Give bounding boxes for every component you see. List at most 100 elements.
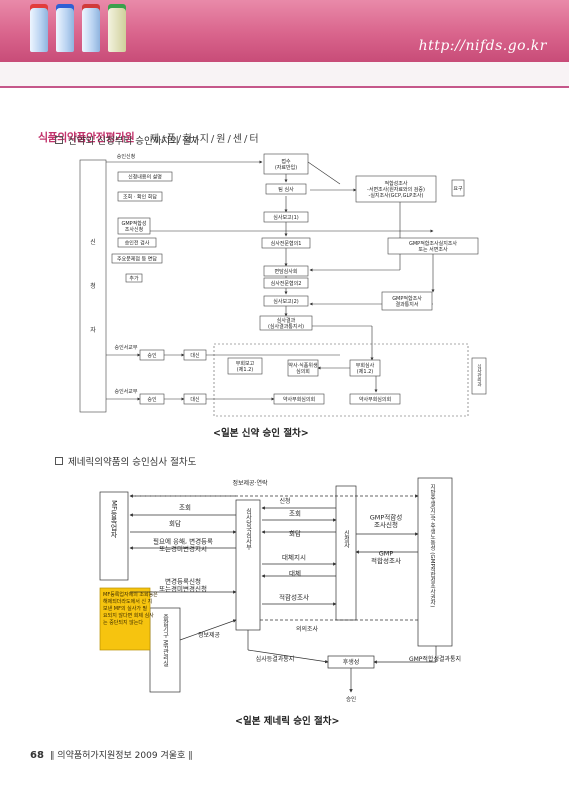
report-a-label: (제1.2) bbox=[237, 366, 254, 373]
gmp-compliance-label: 적합성조사 bbox=[371, 556, 401, 565]
drug-council-label: 심의회 bbox=[296, 368, 310, 375]
note-label: 해제되더라도에서 신 지 bbox=[103, 598, 152, 605]
page-footer: 68∥ 의약품허가지원정보 2009 겨울호 ∥ bbox=[30, 750, 193, 761]
review-report2-label: 심사보고(2) bbox=[273, 298, 299, 305]
gmp-result-label: 결과통지서 bbox=[395, 301, 418, 308]
report-a-label: 부회보고 bbox=[236, 360, 255, 367]
deliberation-label: 부회심사 bbox=[356, 362, 375, 369]
inquiry-label: 조회 bbox=[179, 503, 191, 511]
additional-box bbox=[125, 273, 143, 283]
section2-title: 제네릭의약품의 승인심사 절차도 bbox=[68, 457, 197, 468]
explain-label: 신청내용의 설명 bbox=[128, 173, 162, 180]
interview-box bbox=[117, 191, 163, 202]
info-offer-label: 정보제공 bbox=[198, 631, 221, 639]
receipt-box bbox=[263, 153, 309, 175]
gmp-compliance-app-label: 조사신청 bbox=[374, 520, 398, 529]
info-contact-label: 정보제공·연락 bbox=[232, 479, 268, 487]
main-issue-label: 주요문제점 등 면담 bbox=[117, 255, 157, 262]
expert2-label: 심사전문협의2 bbox=[271, 280, 302, 287]
change-app-label: 변경등록신청 bbox=[165, 577, 201, 586]
review-result-label: 심사결과 bbox=[277, 317, 296, 324]
note-label: MF등록업자에의 조회등은 bbox=[103, 591, 158, 598]
review-report1-box bbox=[263, 211, 309, 223]
gmp-result-box bbox=[381, 291, 433, 311]
deliberation-label: (제1.2) bbox=[357, 368, 374, 375]
application-label: 신청 bbox=[279, 497, 290, 505]
applicant-char-1: 신 bbox=[90, 238, 96, 246]
minister-label: 대신 bbox=[190, 352, 200, 359]
gmp-compliance-label: GMP bbox=[379, 550, 394, 558]
applicant-char-3: 자 bbox=[90, 326, 96, 334]
review-report2-box bbox=[263, 295, 309, 307]
change-app-label: 또는경미변경신청 bbox=[159, 584, 207, 593]
pharm-council-label: 약사부회심의회 bbox=[283, 396, 315, 403]
req-box bbox=[451, 179, 465, 197]
regional-label: 지방후생(지)국·후생노동성 (GMP적합성조사권자) bbox=[429, 483, 436, 608]
review-dept-label: 심사당국심사부 bbox=[245, 507, 252, 551]
applicant-box bbox=[79, 159, 107, 413]
approval2-label: 승인 bbox=[147, 396, 157, 403]
consultation-label: 의의조사 bbox=[296, 625, 319, 633]
minister2-box bbox=[183, 393, 207, 405]
ministry-label: 후생성 bbox=[343, 658, 360, 666]
replace-label: 대체 bbox=[289, 569, 301, 577]
result-notice-label: 심사등결과통지 bbox=[256, 655, 295, 663]
checkbox-square-icon bbox=[55, 457, 63, 465]
gmp-exec-label: GMP적합조사실지조사 bbox=[409, 240, 457, 247]
reliability-label: 적합성조사 bbox=[384, 180, 407, 187]
approval-check-label: 승인전 검사 bbox=[125, 239, 150, 246]
checkbox-square-icon bbox=[55, 136, 63, 144]
approval2-box bbox=[139, 393, 165, 405]
change-req-label: 또는경미변경지시 bbox=[159, 544, 207, 553]
change-req-label: 필요에 응해, 변경등록 bbox=[153, 537, 213, 546]
applicant-char-2: 청 bbox=[90, 283, 96, 290]
vial-icon bbox=[56, 8, 74, 52]
section2-heading: 제네릭의약품의 승인심사 절차도 bbox=[55, 454, 196, 468]
expert1-label: 심사전문협의1 bbox=[271, 240, 302, 247]
gmp-app-box bbox=[117, 217, 151, 235]
vial-icon bbox=[108, 8, 126, 52]
answer2-label: 회답 bbox=[289, 529, 301, 537]
publication-title: 의약품허가지원정보 2009 겨울호 bbox=[57, 751, 186, 761]
new-drug-flowchart: 신 청 자 bbox=[79, 153, 487, 417]
vial-icon bbox=[82, 8, 100, 52]
gmp-exec-box bbox=[387, 237, 479, 255]
receipt-label: 접수 bbox=[281, 158, 291, 165]
pharm-council2-box bbox=[349, 393, 401, 405]
team-review-box bbox=[265, 183, 307, 195]
approval-label: 승인 bbox=[147, 352, 157, 359]
additional-label: 추가 bbox=[129, 275, 139, 282]
compliance-label: 적합성조사 bbox=[279, 592, 309, 601]
meeting-box bbox=[263, 265, 309, 277]
applicant-label: 신청자 bbox=[343, 529, 350, 549]
note-label: 요되지 않다면 회제 심사 bbox=[103, 612, 154, 619]
report-a-box bbox=[227, 357, 263, 375]
inquiry2-label: 조회 bbox=[289, 509, 301, 517]
note-label: 는 중단되지 않는다 bbox=[103, 619, 143, 626]
dept-name: 제/품/화/지/원/센/터 bbox=[150, 134, 261, 145]
page-number: 68 bbox=[30, 750, 44, 761]
approval-delivery-label: 승인서교부 bbox=[114, 344, 137, 351]
gmp-result-label: GMP적합조사 bbox=[392, 295, 422, 302]
mf-office-label: 종합기구 MF관리실 bbox=[162, 614, 169, 667]
gmp-app-label: 조사신청 bbox=[125, 226, 143, 233]
header-band: 식품의약품안전평가원 제/품/화/지/원/센/터 bbox=[0, 62, 569, 145]
gmp-compliance-app-label: GMP적합성 bbox=[370, 513, 403, 522]
drug-council-label: 약사·식품위생 bbox=[288, 362, 318, 369]
site-url[interactable]: http://nifds.go.kr bbox=[418, 38, 547, 54]
approval-box bbox=[139, 349, 165, 361]
review-result-label: (심사결과통지서) bbox=[268, 323, 304, 330]
reliability-label: -실지조사(GCP,GLP조사) bbox=[369, 192, 424, 199]
answer-label: 회답 bbox=[169, 519, 181, 527]
instruct-label: 대체지시 bbox=[282, 552, 306, 561]
gmp-app-label: GMP적합성 bbox=[121, 220, 146, 227]
req-label: 요구 bbox=[453, 186, 463, 192]
section1-title: 신약의 신청부터 승인까지의 절차 bbox=[68, 136, 200, 147]
expert1-box bbox=[261, 237, 311, 249]
deliberation-box bbox=[349, 359, 381, 377]
gmp-notice-label: GMP적합성결과통지 bbox=[409, 655, 461, 663]
interview-label: 조회 · 확인 회답 bbox=[123, 193, 157, 200]
reliability-box bbox=[355, 175, 437, 203]
section1-caption: <일본 신약 승인 절차> bbox=[213, 428, 309, 439]
